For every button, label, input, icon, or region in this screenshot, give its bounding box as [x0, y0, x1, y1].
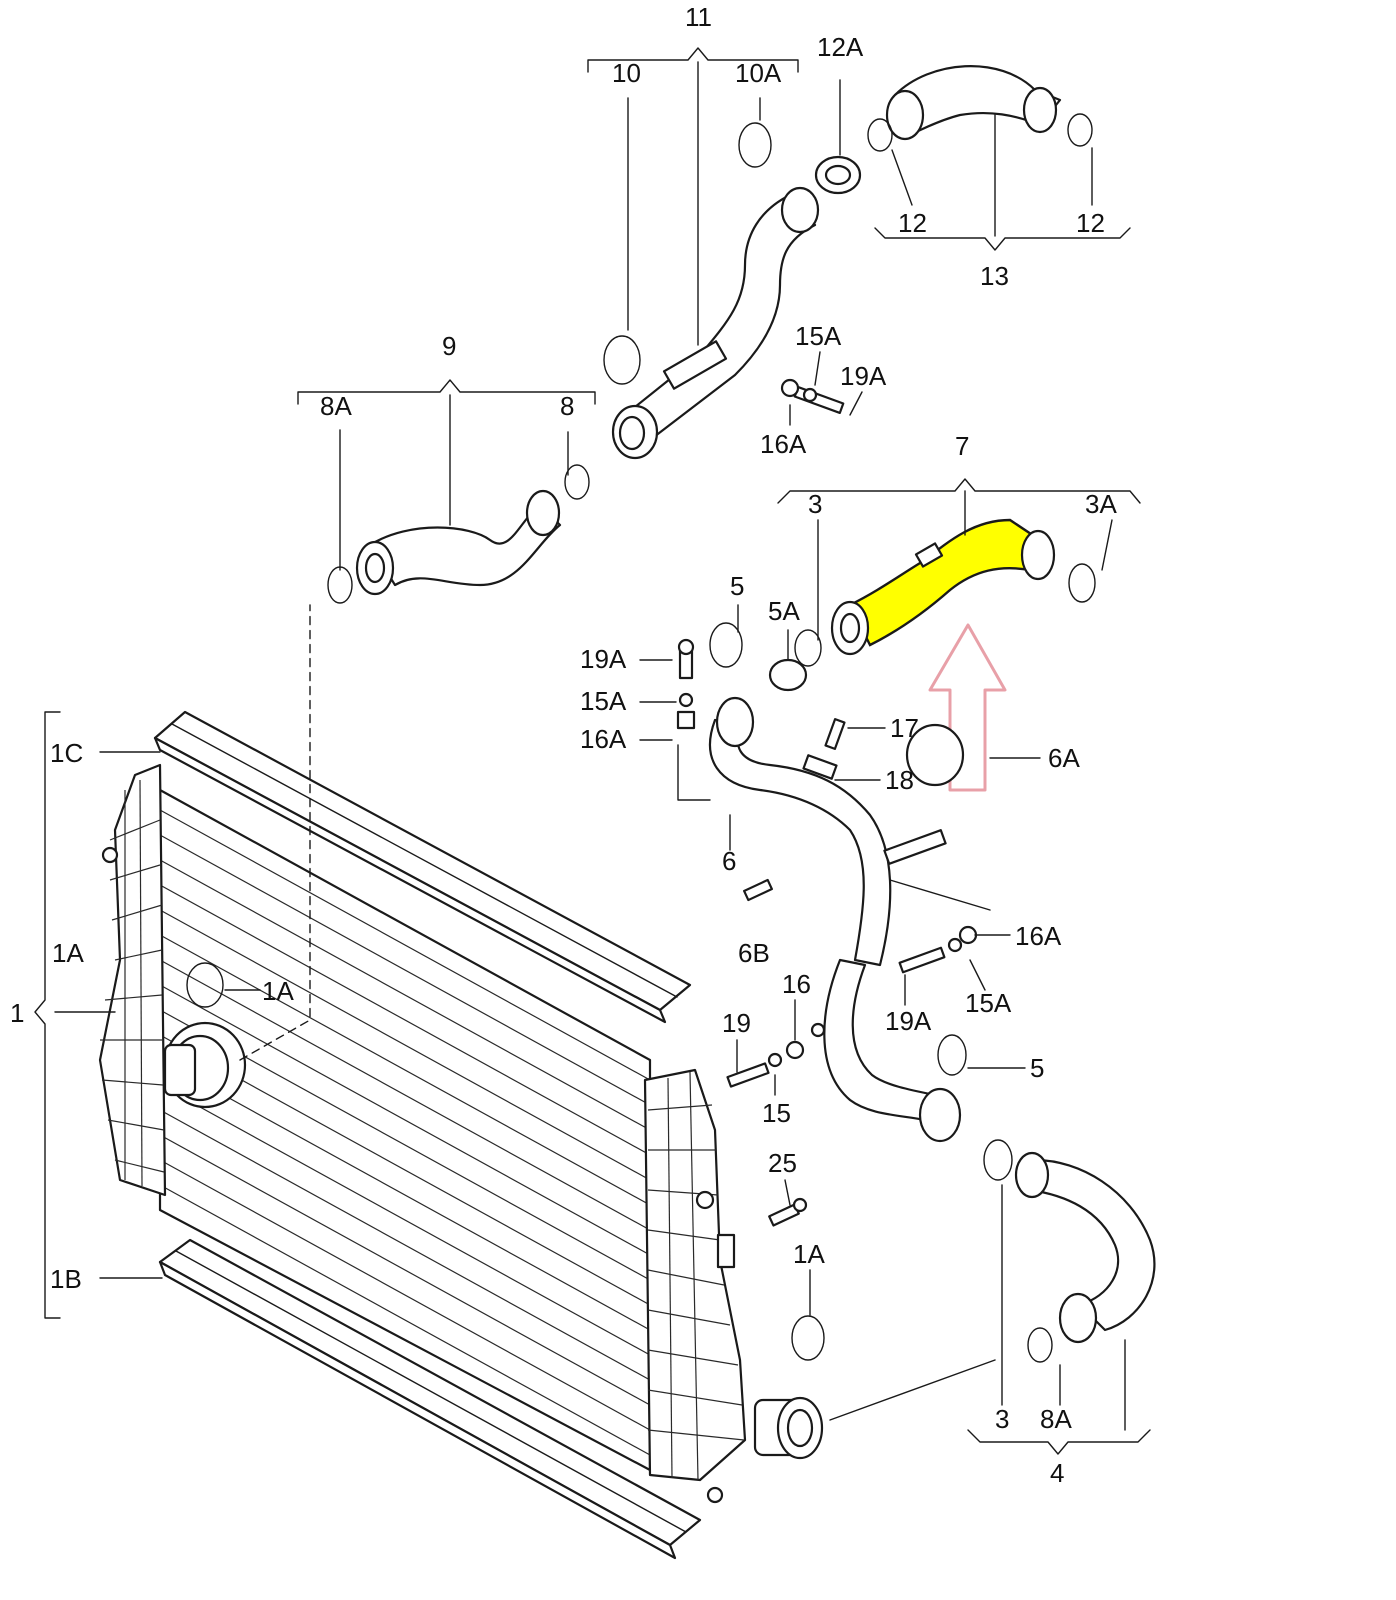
hose-9: [327, 464, 590, 604]
label-19: 19: [722, 1008, 751, 1038]
label-6: 6: [722, 846, 736, 876]
label-17: 17: [890, 713, 919, 743]
label-3-top: 3: [808, 489, 822, 519]
label-1A-bottom: 1A: [793, 1239, 825, 1269]
label-4: 4: [1050, 1458, 1064, 1488]
label-15A-left: 15A: [580, 686, 627, 716]
label-7: 7: [955, 431, 969, 461]
core-fins: [159, 809, 651, 1456]
label-9: 9: [442, 331, 456, 361]
label-10: 10: [612, 58, 641, 88]
hose-13: [867, 65, 1093, 152]
label-19A-right: 19A: [885, 1006, 932, 1036]
label-3-bottom: 3: [995, 1404, 1009, 1434]
label-15: 15: [762, 1098, 791, 1128]
label-6A: 6A: [1048, 743, 1080, 773]
label-12A: 12A: [817, 32, 864, 62]
label-16A-right: 16A: [1015, 921, 1062, 951]
label-6B: 6B: [738, 938, 770, 968]
label-8A-bottom: 8A: [1040, 1404, 1072, 1434]
callout-arrow: [928, 623, 1007, 792]
pipe-4: [823, 958, 1156, 1363]
label-16A-left: 16A: [580, 724, 627, 754]
label-15A-top: 15A: [795, 321, 842, 351]
label-5A: 5A: [768, 596, 800, 626]
label-25: 25: [768, 1148, 797, 1178]
label-16: 16: [782, 969, 811, 999]
pipe-6: [709, 622, 965, 967]
label-13: 13: [980, 261, 1009, 291]
label-12-right: 12: [1076, 208, 1105, 238]
label-19A-left: 19A: [580, 644, 627, 674]
intercooler-assembly: [98, 710, 824, 1560]
label-1A-circle: 1A: [262, 976, 294, 1006]
pipe-10-11: [603, 122, 862, 460]
hardware: [186, 378, 978, 1361]
label-1: 1: [10, 998, 24, 1028]
label-1C: 1C: [50, 738, 83, 768]
label-12-left: 12: [898, 208, 927, 238]
label-16A-top: 16A: [760, 429, 807, 459]
label-11: 11: [685, 2, 712, 32]
hose-7-highlighted: [794, 518, 1096, 667]
label-8A-top: 8A: [320, 391, 352, 421]
label-8: 8: [560, 391, 574, 421]
part-labels: 11 10 10A 12A 12 12 13 9 8A 8 15A 19A 16…: [10, 2, 1117, 1488]
label-10A: 10A: [735, 58, 782, 88]
label-1B: 1B: [50, 1264, 82, 1294]
label-5-top: 5: [730, 571, 744, 601]
label-1A-left: 1A: [52, 938, 84, 968]
label-5-right: 5: [1030, 1053, 1044, 1083]
label-15A-right: 15A: [965, 988, 1012, 1018]
leader-lines: [34, 47, 1151, 1455]
label-19A-top: 19A: [840, 361, 887, 391]
label-18: 18: [885, 765, 914, 795]
label-3A: 3A: [1085, 489, 1117, 519]
